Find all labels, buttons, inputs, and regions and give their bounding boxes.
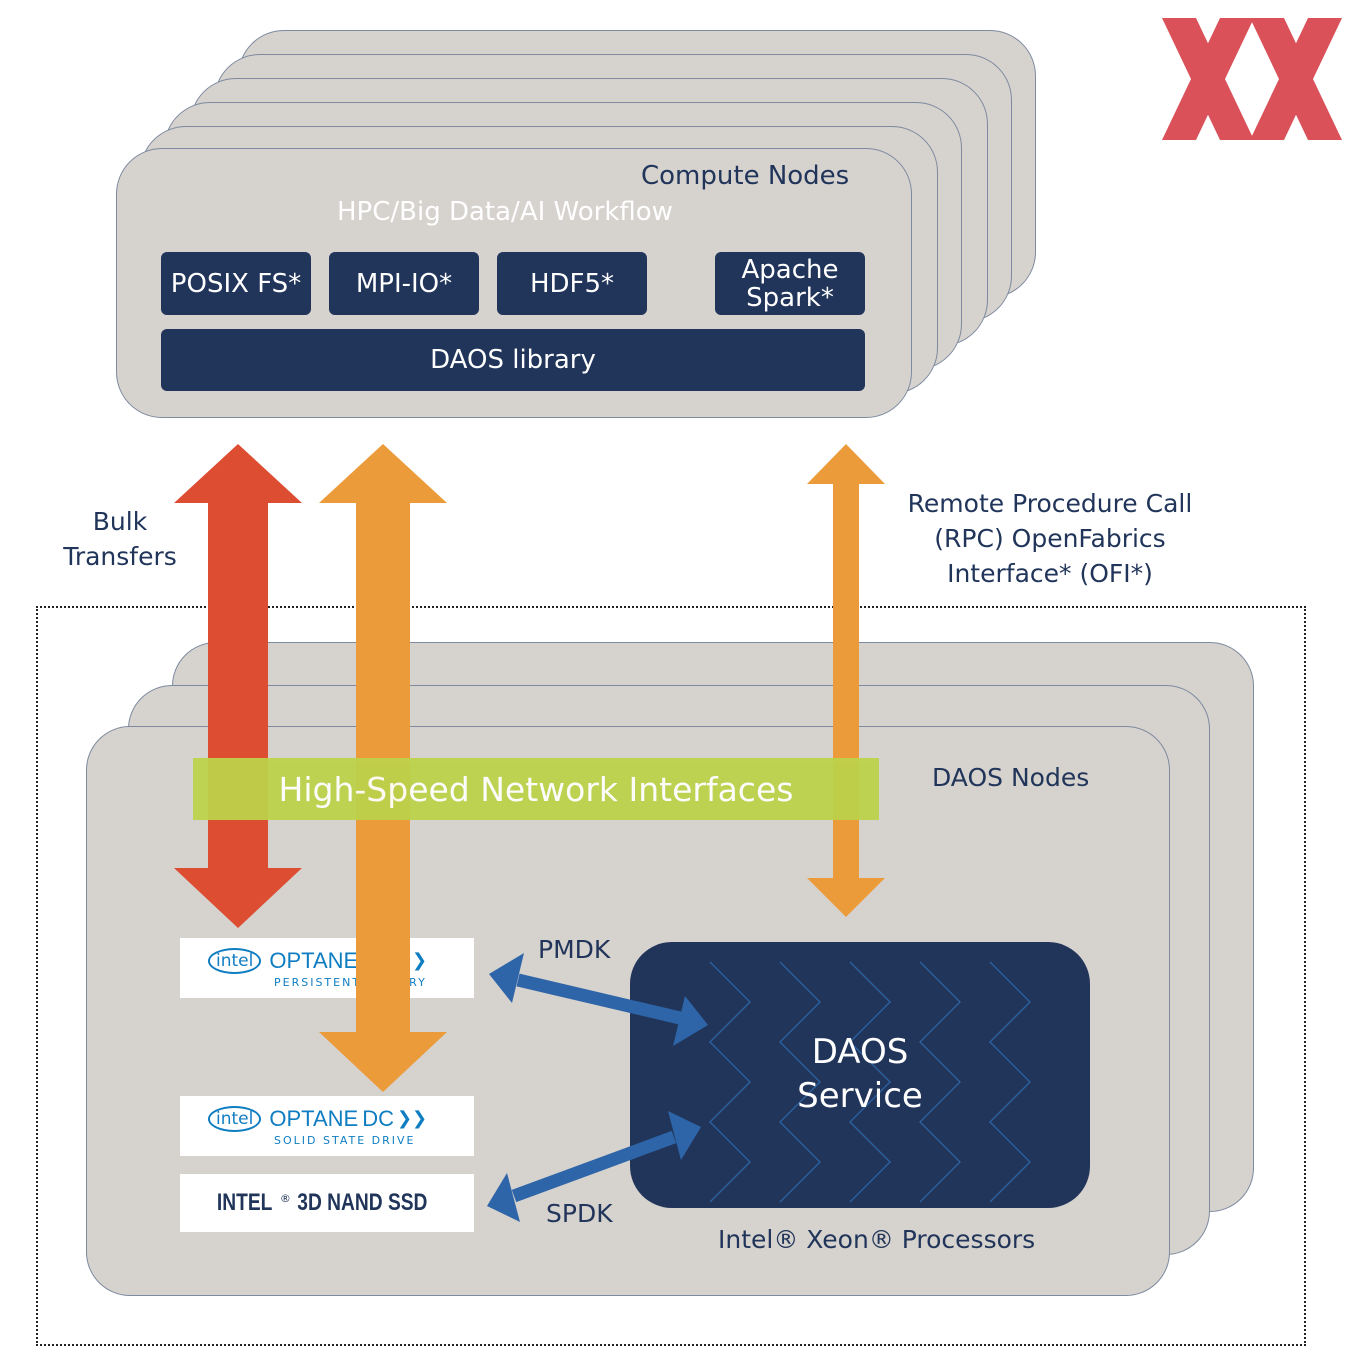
intel-logo-icon: intel xyxy=(208,1105,262,1132)
solid-state-drive-text: SOLID STATE DRIVE xyxy=(274,1133,416,1147)
app-label: POSIX FS* xyxy=(170,268,302,299)
compute-node-card: Compute Nodes HPC/Big Data/AI Workflow P… xyxy=(116,148,912,418)
app-box-hdf5: HDF5* xyxy=(497,252,647,315)
bulk-transfer-arrow xyxy=(174,444,302,928)
nand-product-text: 3D NAND SSD xyxy=(297,1189,428,1216)
bulk-transfers-label: Bulk Transfers xyxy=(63,507,177,571)
rpc-label: Remote Procedure Call (RPC) OpenFabrics … xyxy=(907,489,1193,588)
pmdk-label: PMDK xyxy=(538,935,611,964)
optane-ssd-logo: intel OPTANE DC ❯❯ SOLID STATE DRIVE xyxy=(180,1096,474,1156)
intel-brand-text: INTEL xyxy=(217,1189,273,1216)
spdk-arrow xyxy=(487,1111,701,1222)
chevron-pattern-icon xyxy=(709,961,1031,1203)
daos-server-boundary xyxy=(36,606,1306,1346)
compute-nodes-title: Compute Nodes xyxy=(641,161,850,191)
daos-library-label: DAOS library xyxy=(430,345,596,375)
daos-nodes-title: DAOS Nodes xyxy=(932,763,1090,792)
watermark-logo xyxy=(1162,18,1342,140)
daos-service-box: DAOS Service xyxy=(630,942,1090,1208)
optane-text: OPTANE xyxy=(269,947,359,973)
app-label: HDF5* xyxy=(529,268,615,299)
app-box-posix: POSIX FS* xyxy=(161,252,311,315)
pmdk-arrow xyxy=(489,953,708,1046)
registered-mark-icon: ® xyxy=(279,1191,291,1205)
app-box-spark: Apache Spark* xyxy=(715,252,865,315)
daos-service-label: DAOS Service xyxy=(797,1032,923,1116)
app-label: Apache Spark* xyxy=(741,254,839,313)
xeon-processors-label: Intel® Xeon® Processors xyxy=(718,1225,1036,1254)
rpc-arrow xyxy=(807,444,885,917)
network-interfaces-bar: High-Speed Network Interfaces xyxy=(193,758,879,820)
spdk-label: SPDK xyxy=(546,1199,613,1228)
intel-logo-icon: intel xyxy=(208,947,262,974)
app-box-mpiio: MPI-IO* xyxy=(329,252,479,315)
intel-3d-nand-logo: INTEL ® 3D NAND SSD xyxy=(180,1174,474,1232)
workflow-subtitle: HPC/Big Data/AI Workflow xyxy=(337,197,673,227)
chevrons-icon: ❯❯ xyxy=(396,1108,428,1129)
app-label: MPI-IO* xyxy=(355,268,453,299)
optane-text: OPTANE xyxy=(269,1105,359,1131)
daos-library-bar: DAOS library xyxy=(161,329,865,391)
dc-text: DC xyxy=(362,1105,394,1131)
network-interfaces-label: High-Speed Network Interfaces xyxy=(278,769,794,809)
